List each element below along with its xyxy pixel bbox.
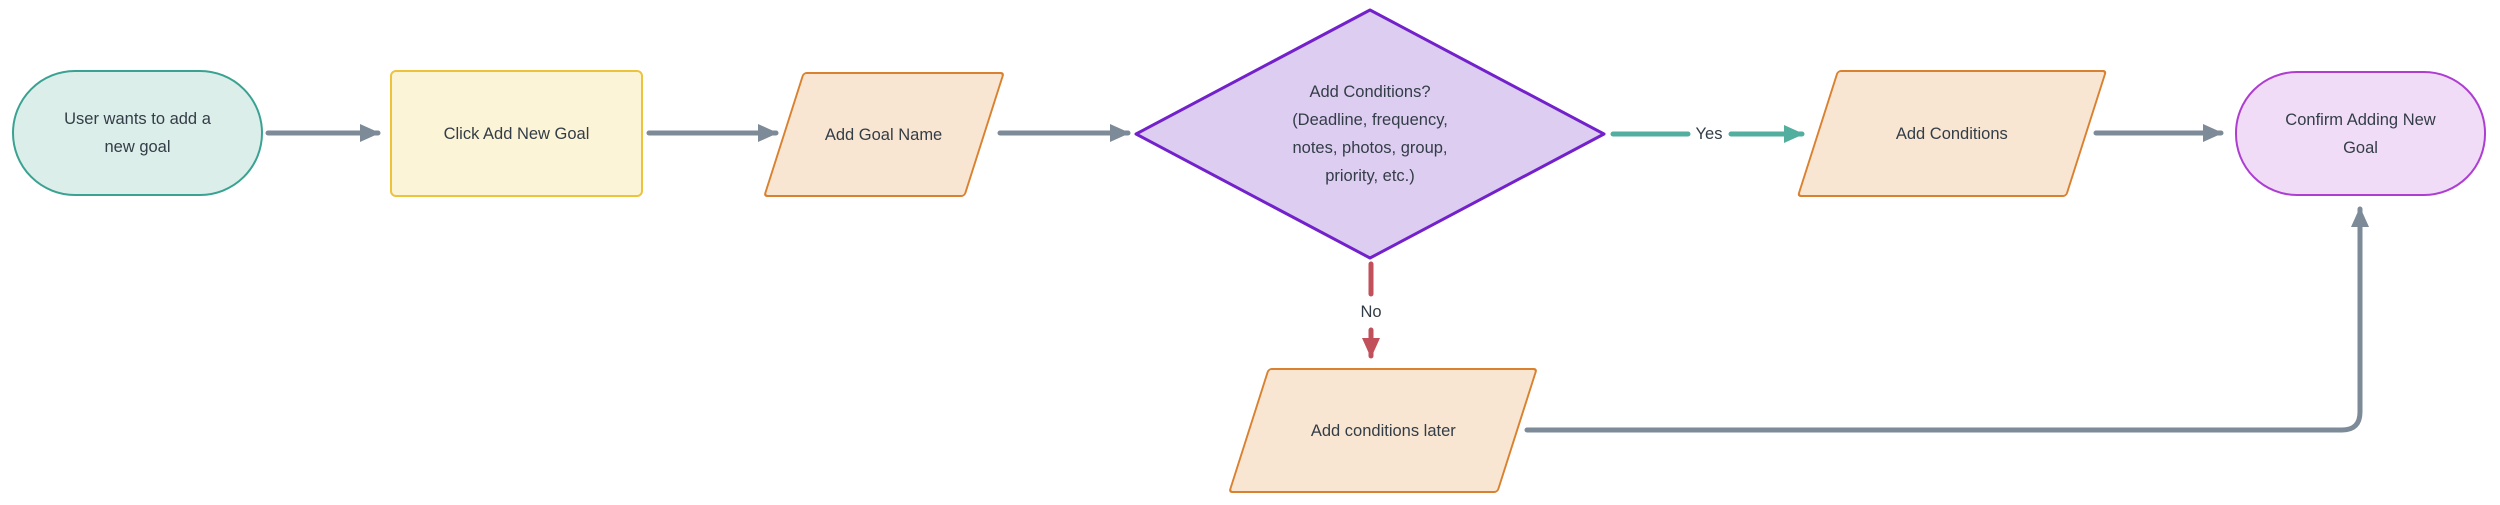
decision-line-4: priority, etc.) — [1325, 167, 1415, 185]
node-start-line-2: new goal — [104, 138, 171, 156]
edge-label-yes: Yes — [1695, 125, 1723, 143]
decision-line-1: Add Conditions? — [1309, 83, 1431, 101]
node-add-conditions-label: Add Conditions — [1896, 124, 2008, 143]
node-confirm-line-1: Confirm Adding New — [2285, 110, 2436, 129]
node-decision-label: Add Conditions? (Deadline, frequency, no… — [1130, 4, 1610, 264]
node-confirm: Confirm Adding New Goal — [2235, 71, 2486, 196]
node-add-conditions-later-label: Add conditions later — [1310, 421, 1456, 440]
decision-line-3: notes, photos, group, — [1292, 139, 1448, 157]
node-start-line-1: User wants to add a — [64, 110, 211, 128]
node-add-conditions-later: Add conditions later — [1228, 368, 1538, 493]
node-confirm-label: Confirm Adding New Goal — [2285, 106, 2435, 162]
node-add-conditions: Add Conditions — [1796, 70, 2108, 197]
diamond-shape — [1134, 8, 1606, 260]
node-add-goal-name-label: Add Goal Name — [825, 125, 943, 144]
node-start-label: User wants to add a new goal — [64, 105, 211, 161]
node-start: User wants to add a new goal — [12, 70, 263, 196]
edge-label-no: No — [1360, 303, 1382, 321]
decision-line-2: (Deadline, frequency, — [1292, 111, 1448, 129]
node-add-goal-name: Add Goal Name — [763, 72, 1005, 197]
node-confirm-line-2: Goal — [2343, 138, 2378, 157]
node-click-label: Click Add New Goal — [443, 124, 590, 143]
node-add-conditions-decision: Add Conditions? (Deadline, frequency, no… — [1130, 4, 1610, 264]
node-click-add-new-goal: Click Add New Goal — [390, 70, 643, 197]
edge-later-to-confirm — [1524, 206, 2369, 433]
diamond-polygon — [1134, 8, 1606, 260]
